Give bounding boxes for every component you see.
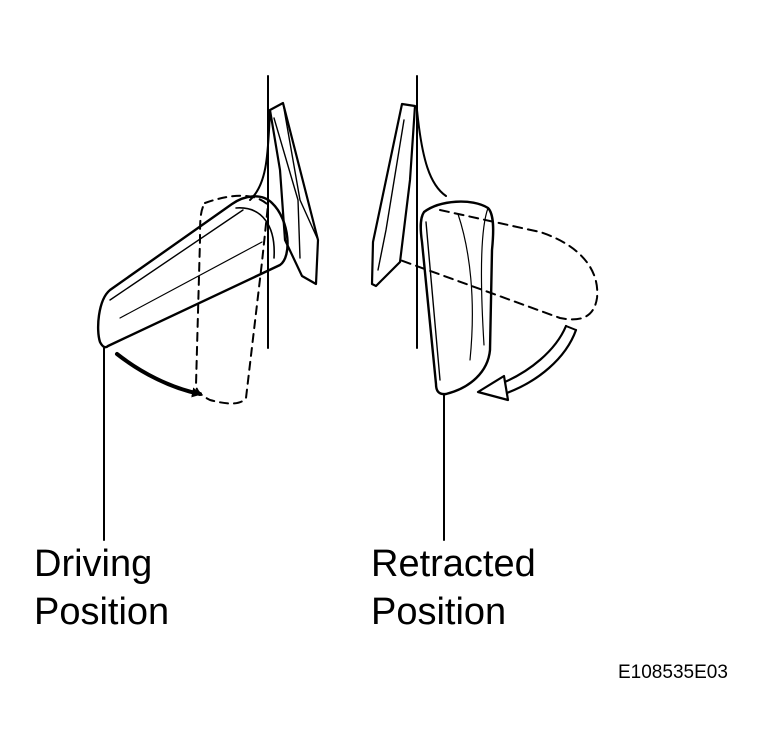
- mirror-retracted-outline: [195, 194, 269, 405]
- fold-arrow-driving: [115, 352, 202, 398]
- mirror-housing-extended: [96, 195, 289, 349]
- retracted-label-line2: Position: [371, 591, 507, 633]
- driving-position-mirror: [96, 75, 320, 541]
- mirror-housing-retracted: [419, 200, 495, 396]
- retracted-position-label: Retracted Position: [371, 540, 536, 636]
- retracted-position-mirror: [370, 75, 599, 541]
- figure-code: E108535E03: [618, 662, 728, 683]
- retracted-label-line1: Retracted: [371, 543, 536, 585]
- mirror-extended-outline: [399, 209, 599, 321]
- mirror-mount-base-right: [370, 102, 417, 288]
- mirror-mount-base-left: [268, 101, 320, 286]
- driving-position-label: Driving Position: [34, 540, 169, 636]
- driving-label-line1: Driving: [34, 543, 153, 585]
- fold-arrow-retracted: [476, 324, 578, 402]
- driving-label-line2: Position: [34, 591, 170, 633]
